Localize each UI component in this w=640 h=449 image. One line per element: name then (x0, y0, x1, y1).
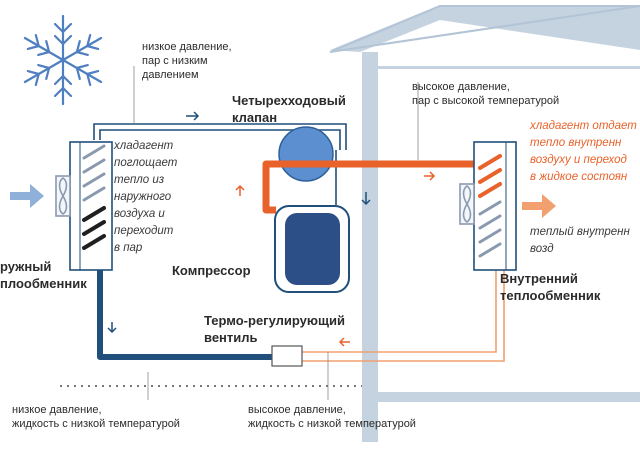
hot-pipe (262, 160, 486, 214)
label-high-pressure-vapor: высокое давление, пар с высокой температ… (412, 81, 560, 107)
warm-pipe (302, 270, 505, 362)
cold-air-arrow (10, 184, 44, 208)
house-wall-inner (378, 66, 640, 69)
snowflake-icon (19, 14, 107, 106)
label-four-way-valve: Четырехходовый клапан (232, 93, 346, 125)
cold-pipe (97, 270, 272, 360)
fan-icon (55, 175, 71, 217)
label-compressor: Компрессор (172, 263, 251, 278)
label-low-pressure-liquid: низкое давление, жидкость с низкой темпе… (12, 404, 180, 430)
house (329, 5, 640, 442)
thermo-valve-body (271, 345, 303, 367)
cold-pipe-bottom (97, 270, 272, 360)
suction-pipe (93, 123, 347, 205)
four-way-valve (278, 126, 334, 182)
label-outdoor-exchanger: ружный плообменник (0, 259, 87, 291)
label-warm-air: теплый внутренн возд (530, 226, 630, 255)
house-wall (362, 52, 378, 442)
label-outdoor-absorbs: хладагент поглощает тепло из наружного в… (114, 140, 178, 254)
hot-pipe-loop (262, 160, 486, 214)
fan-icon (459, 183, 475, 225)
house-roof-edge (329, 5, 640, 53)
compressor (274, 205, 350, 293)
label-low-pressure-vapor: низкое давление, пар с низким давлением (142, 41, 232, 81)
leader-lines (133, 66, 419, 400)
label-indoor-exchanger: Внутренний теплообменник (500, 271, 601, 303)
outdoor-heat-exchanger (69, 141, 113, 271)
house-floor (378, 392, 640, 402)
label-thermo-valve: Термо-регулирующий вентиль (204, 313, 345, 345)
indoor-heat-exchanger (473, 141, 517, 271)
label-high-pressure-liquid: высокое давление, жидкость с низкой темп… (248, 404, 416, 430)
label-indoor-releases: хладагент отдает тепло внутренн воздуху … (530, 120, 637, 183)
flow-arrows (107, 111, 436, 347)
warm-air-arrow (522, 194, 556, 218)
